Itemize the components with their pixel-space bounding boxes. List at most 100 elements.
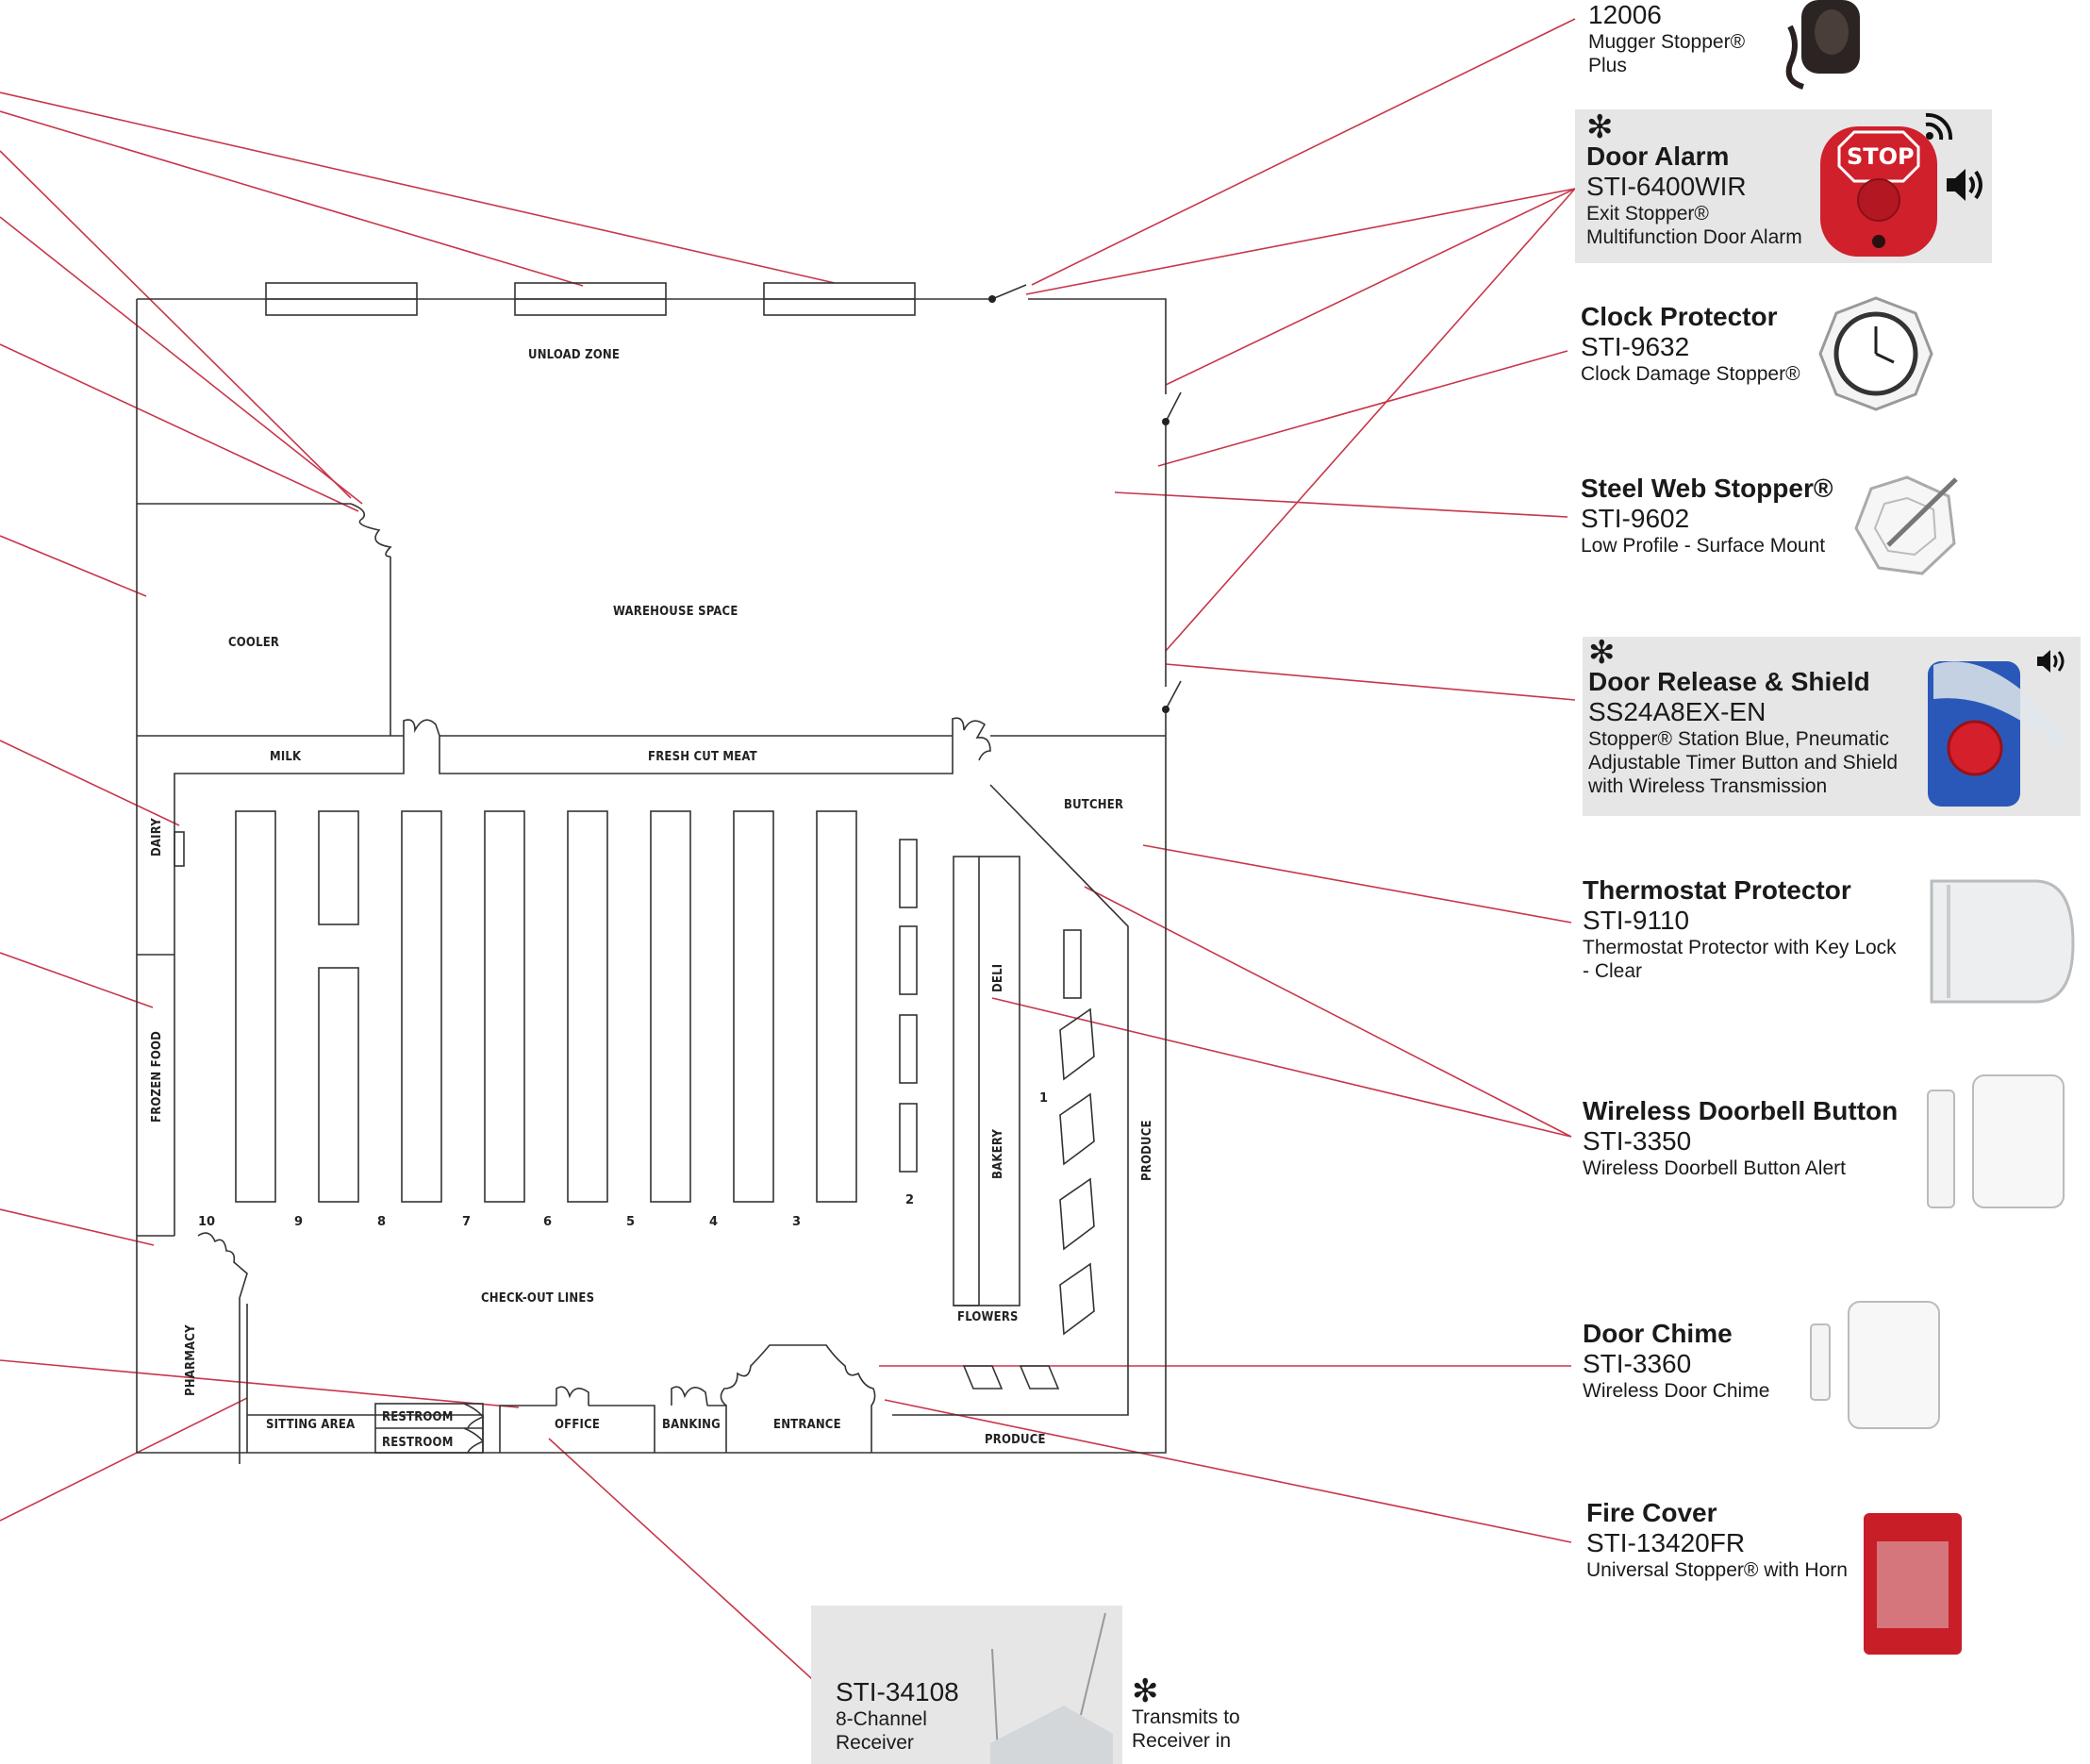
aisle-number: 7	[462, 1215, 471, 1229]
leader-line	[0, 535, 147, 597]
leader-line	[0, 216, 363, 505]
label-pharmacy: PHARMACY	[184, 1324, 198, 1396]
footnote: ✻ Transmits to Receiver in	[1132, 1673, 1320, 1764]
leader-line	[0, 150, 352, 499]
product-name: Door Chime	[1583, 1319, 1733, 1348]
aisle-number: 8	[377, 1215, 386, 1229]
door-alarm-image: STOP	[1820, 126, 1937, 257]
product-name: Door Alarm	[1586, 141, 1730, 171]
stop-badge: STOP	[1847, 143, 1915, 170]
mugger-stopper-image	[1785, 0, 1860, 90]
product-desc: Wireless Door Chime	[1583, 1380, 1770, 1402]
product-model: STI-13420FR	[1586, 1528, 1746, 1557]
label-restroom-2: RESTROOM	[382, 1436, 454, 1450]
label-frozen-food: FROZEN FOOD	[150, 1031, 164, 1123]
leader-line	[1084, 886, 1572, 1138]
leader-line	[884, 1399, 1572, 1543]
label-check-out-lines: CHECK-OUT LINES	[481, 1291, 594, 1306]
aisle-number: 5	[626, 1215, 635, 1229]
aisle-number: 9	[294, 1215, 303, 1229]
label-cooler: COOLER	[228, 636, 279, 650]
product-desc: Thermostat Protector with Key Lock	[1583, 937, 1897, 958]
product-name: Clock Protector	[1581, 302, 1778, 331]
label-dairy: DAIRY	[150, 818, 164, 857]
product-model: STI-34108	[836, 1677, 959, 1706]
product-desc: Universal Stopper® with Horn	[1586, 1559, 1848, 1581]
product-desc: Exit Stopper®	[1586, 203, 1709, 225]
label-fresh-cut-meat: FRESH CUT MEAT	[648, 750, 757, 764]
product-model: STI-9110	[1583, 906, 1690, 935]
leader-line	[1025, 188, 1576, 295]
label-warehouse-space: WAREHOUSE SPACE	[613, 605, 738, 619]
product-desc: 8-Channel	[836, 1708, 927, 1730]
label-banking: BANKING	[662, 1418, 721, 1432]
product-model: SS24A8EX-EN	[1588, 697, 1767, 726]
product-model: STI-9632	[1581, 332, 1690, 361]
product-thermostat-protector: Thermostat Protector STI-9110 Thermostat…	[1575, 875, 2084, 1007]
product-desc: Multifunction Door Alarm	[1586, 226, 1802, 248]
clock-protector-image	[1818, 296, 1933, 411]
product-door-chime: Door Chime STI-3360 Wireless Door Chime	[1575, 1301, 1971, 1441]
fire-cover-image	[1864, 1513, 1962, 1655]
label-deli: DELI	[991, 964, 1005, 992]
product-name: Door Release & Shield	[1588, 667, 1870, 696]
label-sitting-area: SITTING AREA	[266, 1418, 355, 1432]
product-desc: Low Profile - Surface Mount	[1581, 535, 1826, 557]
asterisk-icon: ✻	[1132, 1673, 1159, 1709]
room-labels: UNLOAD ZONE WAREHOUSE SPACE COOLER MILK …	[150, 348, 1154, 1450]
product-name: Steel Web Stopper®	[1581, 474, 1833, 503]
leader-line	[0, 343, 359, 512]
product-desc: Stopper® Station Blue, Pneumatic	[1588, 728, 1889, 750]
label-office: OFFICE	[555, 1418, 600, 1432]
product-model: STI-9602	[1581, 504, 1690, 533]
leader-line	[0, 1359, 520, 1408]
product-receiver: STI-34108 8-Channel Receiver	[811, 1606, 1122, 1764]
product-model: STI-3360	[1583, 1349, 1692, 1378]
leader-line	[1165, 188, 1576, 386]
product-desc: - Clear	[1583, 960, 1643, 982]
aisle-number: 2	[905, 1193, 914, 1207]
label-produce-bottom: PRODUCE	[985, 1433, 1046, 1447]
product-desc: Wireless Doorbell Button Alert	[1583, 1157, 1846, 1179]
product-wireless-doorbell: Wireless Doorbell Button STI-3350 Wirele…	[1575, 1074, 2084, 1219]
walls	[136, 282, 1182, 1464]
product-model: STI-3350	[1583, 1126, 1692, 1156]
product-name: Fire Cover	[1586, 1498, 1717, 1527]
door-release-image	[1928, 661, 2065, 807]
label-restroom-1: RESTROOM	[382, 1410, 454, 1424]
receiver-image	[990, 1612, 1113, 1764]
product-fire-cover: Fire Cover STI-13420FR Universal Stopper…	[1579, 1498, 1994, 1658]
thermostat-protector-image	[1930, 879, 2075, 1004]
product-door-release-shield: ✻ Door Release & Shield SS24A8EX-EN Stop…	[1583, 637, 2081, 816]
leader-line	[0, 952, 154, 1008]
leader-line	[0, 92, 836, 284]
leader-line	[1031, 18, 1576, 286]
leader-line	[0, 1397, 248, 1522]
leader-line	[1157, 350, 1568, 467]
leader-line	[991, 997, 1572, 1138]
label-produce-side: PRODUCE	[1140, 1120, 1154, 1181]
product-desc: Plus	[1588, 55, 1627, 76]
aisle-numbers: 10 9 8 7 6 5 4 3 2 1	[198, 1091, 1048, 1229]
product-mugger-stopper: 12006 Mugger Stopper® Plus	[1581, 0, 1920, 94]
product-model: 12006	[1588, 0, 1662, 29]
label-butcher: BUTCHER	[1064, 798, 1123, 812]
aisle-number: 1	[1039, 1091, 1048, 1106]
footnote-text: Receiver in	[1132, 1730, 1232, 1752]
product-desc: with Wireless Transmission	[1588, 775, 1828, 797]
product-desc: Mugger Stopper®	[1588, 31, 1746, 53]
speaker-icon	[1947, 169, 1982, 201]
product-desc: Receiver	[836, 1732, 914, 1754]
leader-line	[548, 1438, 823, 1689]
aisle-number: 4	[709, 1215, 718, 1229]
product-steel-web-stopper: Steel Web Stopper® STI-9602 Low Profile …	[1573, 474, 1969, 587]
label-bakery: BAKERY	[991, 1129, 1005, 1179]
wireless-signal-icon	[1925, 112, 1953, 141]
label-entrance: ENTRANCE	[773, 1418, 841, 1432]
label-milk: MILK	[270, 750, 302, 764]
product-clock-protector: Clock Protector STI-9632 Clock Damage St…	[1573, 296, 1969, 415]
leader-line	[1165, 188, 1576, 652]
leader-line	[0, 110, 584, 287]
asterisk-icon: ✻	[1588, 635, 1616, 671]
